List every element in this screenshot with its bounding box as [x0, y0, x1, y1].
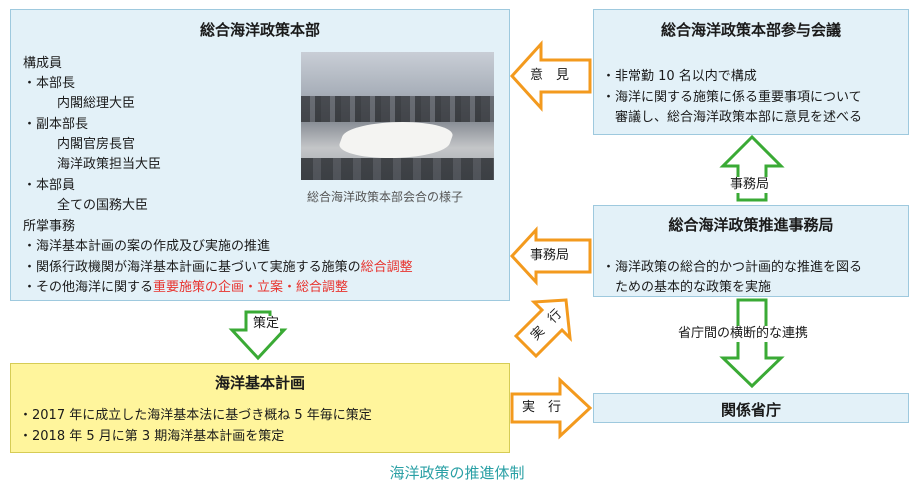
affair-2: ・関係行政機関が海洋基本計画に基づいて実施する施策の総合調整	[23, 260, 413, 276]
cross-ministry-arrow	[719, 298, 785, 389]
implement-right-label: 実 行	[522, 400, 562, 415]
members-heading: 構成員	[23, 56, 63, 71]
implement-diagonal-arrow	[513, 298, 572, 359]
photo-people-back	[301, 96, 494, 122]
basic-plan-line-1: ・2017 年に成立した海洋基本法に基づき概ね 5 年毎に策定	[19, 408, 372, 423]
chief-name: 内閣総理大臣	[57, 96, 136, 111]
basic-plan-title: 海洋基本計画	[214, 374, 305, 392]
headquarters-title: 総合海洋政策本部	[199, 21, 320, 39]
ministries-title: 関係省庁	[720, 401, 781, 419]
ministries-box: 関係省庁	[593, 393, 909, 423]
vice-name-2: 海洋政策担当大臣	[57, 157, 162, 172]
photo-people-front	[301, 158, 494, 180]
implement-right-arrow	[510, 376, 593, 440]
affair-3-highlight: 重要施策の企画・立案・総合調整	[153, 280, 349, 295]
council-line-2: ・海洋に関する施策に係る重要事項について	[602, 90, 862, 105]
affair-2-highlight: 総合調整	[360, 260, 413, 275]
secretariat-up-arrow	[719, 134, 785, 202]
member-label: ・本部員	[23, 178, 76, 193]
secretariat-left-arrow	[509, 226, 592, 286]
diagram-caption: 海洋政策の推進体制	[389, 464, 525, 482]
council-line-1: ・非常勤 10 名以内で構成	[602, 69, 757, 84]
opinion-label: 意 見	[530, 68, 570, 83]
secretariat-box: 総合海洋政策推進事務局 ・海洋政策の総合的かつ計画的な推進を図る ための基本的な…	[593, 205, 909, 297]
meeting-photo	[301, 52, 494, 180]
secretariat-line-2: ための基本的な政策を実施	[615, 280, 772, 295]
member-name: 全ての国務大臣	[57, 198, 149, 213]
council-title: 総合海洋政策本部参与会議	[660, 21, 841, 39]
affair-1: ・海洋基本計画の案の作成及び実施の推進	[23, 239, 271, 254]
secretariat-left-label: 事務局	[530, 248, 570, 263]
affairs-heading: 所掌事務	[23, 219, 76, 234]
secretariat-line-1: ・海洋政策の総合的かつ計画的な推進を図る	[602, 260, 863, 275]
vice-label: ・副本部長	[23, 117, 89, 132]
vice-name-1: 内閣官房長官	[57, 137, 136, 152]
affair-3-text: ・その他海洋に関する	[23, 280, 154, 295]
basic-plan-line-2: ・2018 年 5 月に第 3 期海洋基本計画を策定	[19, 429, 285, 444]
council-line-3: 審議し、総合海洋政策本部に意見を述べる	[615, 110, 863, 125]
cross-ministry-label: 省庁間の横断的な連携	[676, 326, 811, 342]
secretariat-title: 総合海洋政策推進事務局	[668, 216, 834, 234]
secretariat-up-label: 事務局	[730, 177, 770, 193]
council-box: 総合海洋政策本部参与会議 ・非常勤 10 名以内で構成 ・海洋に関する施策に係る…	[593, 9, 909, 135]
establish-label: 策定	[252, 316, 281, 332]
photo-caption: 総合海洋政策本部会合の様子	[307, 190, 464, 204]
opinion-arrow	[509, 40, 592, 112]
photo-table	[334, 122, 458, 158]
establish-down-arrow	[228, 310, 288, 361]
affair-2-text: ・関係行政機関が海洋基本計画に基づいて実施する施策の	[23, 260, 361, 275]
basic-plan-box: 海洋基本計画 ・2017 年に成立した海洋基本法に基づき概ね 5 年毎に策定 ・…	[10, 363, 510, 453]
chief-label: ・本部長	[23, 76, 76, 91]
affair-3: ・その他海洋に関する重要施策の企画・立案・総合調整	[23, 280, 348, 296]
